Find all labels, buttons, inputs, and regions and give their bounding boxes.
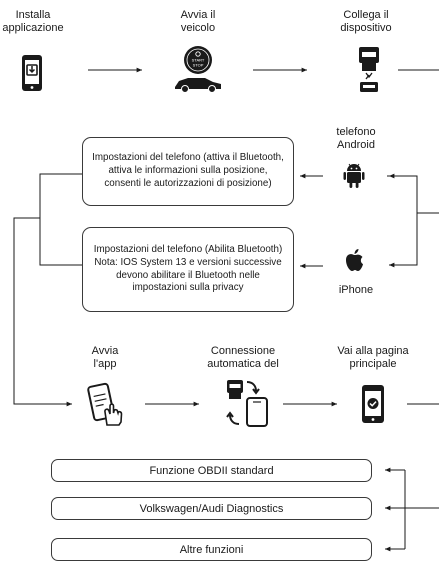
phone-download-icon (22, 55, 42, 91)
step-start-vehicle-label: Avvia il veicolo (180, 9, 216, 34)
android-label: telefono Android (336, 126, 376, 151)
start-stop-car-icon: START STOP (175, 46, 221, 93)
android-settings-box: Impostazioni del telefono (attiva il Blu… (82, 137, 294, 206)
phone-check-icon (362, 385, 384, 423)
step-connect-device-label: Collega il dispositivo (340, 9, 392, 34)
function-other[interactable]: Altre funzioni (51, 538, 372, 561)
bracket-left-settings (39, 173, 82, 266)
step-auto-connect-label: Connessione automatica del (207, 345, 279, 370)
svg-text:START: START (192, 58, 205, 63)
iphone-settings-box: Impostazioni del telefono (Abilita Bluet… (82, 227, 294, 312)
step-launch-app-label: Avvia l'app (91, 345, 119, 370)
iphone-label: iPhone (338, 284, 374, 296)
step-main-page-label: Vai alla pagina principale (337, 345, 409, 370)
function-obdii-standard[interactable]: Funzione OBDII standard (51, 459, 372, 482)
obd-connector-icon (359, 47, 379, 92)
auto-connect-icon (226, 380, 268, 427)
bracket-right-platforms (387, 175, 439, 214)
function-vag-diagnostics[interactable]: Volkswagen/Audi Diagnostics (51, 497, 372, 520)
step-install-label: Installa applicazione (2, 9, 64, 34)
android-icon (343, 163, 365, 188)
svg-text:STOP: STOP (193, 63, 204, 68)
tap-app-icon (87, 382, 123, 426)
apple-icon (346, 249, 363, 271)
